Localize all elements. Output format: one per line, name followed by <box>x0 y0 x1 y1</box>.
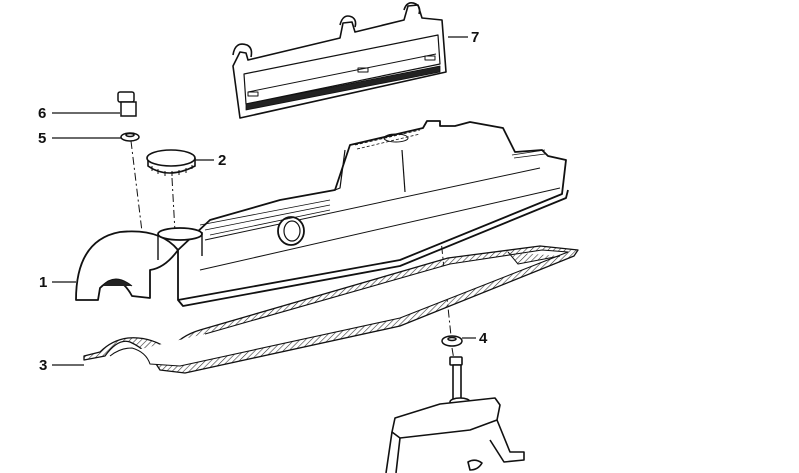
callout-6: 6 <box>38 105 47 122</box>
callout-2: 2 <box>218 152 227 169</box>
part-2-filler-cap <box>146 149 196 176</box>
part-5-washer <box>120 132 140 142</box>
callout-4: 4 <box>479 330 488 347</box>
callout-3: 3 <box>39 357 48 374</box>
lower-housing <box>385 356 525 473</box>
leader-lines <box>52 36 476 366</box>
part-7-cover-plate <box>232 2 447 119</box>
callout-5: 5 <box>38 130 47 147</box>
part-1-head-cover <box>75 120 569 307</box>
callout-1: 1 <box>39 274 48 291</box>
part-6-bolt <box>117 91 137 117</box>
callout-7: 7 <box>471 29 480 46</box>
part-3-gasket <box>83 245 579 374</box>
part-4-seal-washer <box>441 335 463 347</box>
